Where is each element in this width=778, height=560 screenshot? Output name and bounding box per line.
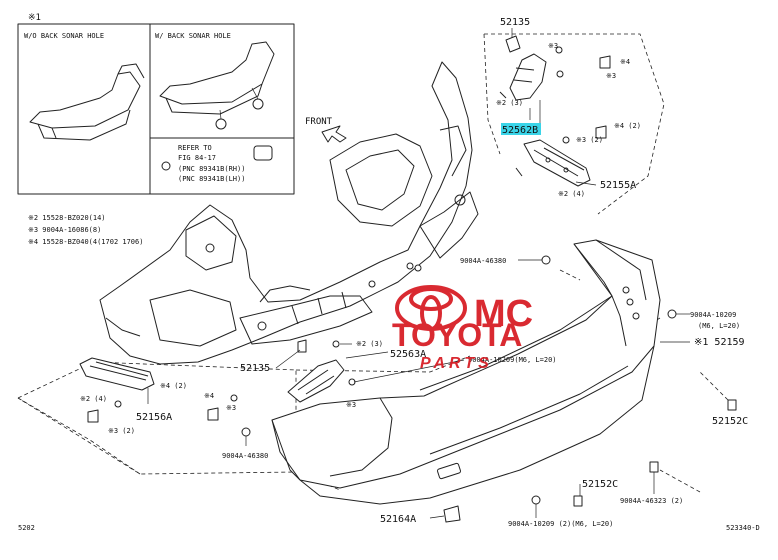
label-3-top: ※3 (548, 42, 558, 50)
highlight-52562b (501, 123, 541, 135)
clip-52135-mid (297, 339, 307, 353)
leader-lines (147, 28, 690, 519)
label-9004a-10209-right: 9004A-10209 (690, 311, 736, 319)
rear-body-frame (99, 61, 479, 365)
label-2-3-mid: ※2 (3) (356, 340, 383, 348)
label-52164a: 52164A (380, 514, 416, 525)
screw-46323-icon (649, 461, 659, 473)
clip-52135-top (505, 35, 521, 53)
panel-left-title: W/O BACK SONAR HOLE (24, 32, 104, 40)
bumper-with-sonar-illustration (159, 41, 275, 130)
refer-line-2: FIG 84-17 (178, 154, 216, 162)
label-3-left: ※3 (226, 404, 236, 412)
label-52562b: 52562B (502, 125, 538, 136)
label-52135-mid: 52135 (240, 363, 270, 374)
retainer-52563a-illustration (287, 339, 356, 403)
label-9004a-10209-bottom: 9004A-10209 (2)(M6, L=20) (508, 520, 613, 528)
label-52563a: 52563A (390, 349, 426, 360)
sensor-clip-icon (253, 145, 273, 161)
fasteners (241, 255, 737, 523)
label-2-3-top: ※2 (3) (496, 99, 523, 107)
refer-line-3: (PNC 89341B(RH)) (178, 165, 245, 173)
label-3-mid: ※3 (346, 401, 356, 409)
label-m6-l20-right: (M6, L=20) (698, 322, 740, 330)
label-4-left: ※4 (204, 392, 214, 400)
variant-inset: ※1 W/O BACK SONAR HOLE W/ BACK SONAR HOL… (17, 13, 295, 195)
rear-bumper-cover-illustration (271, 239, 661, 505)
label-3-2-right: ※3 (2) (576, 136, 603, 144)
watermark-mc: MC (474, 293, 533, 335)
label-52135-top: 52135 (500, 17, 530, 28)
front-arrow-icon (321, 125, 347, 143)
label-3-2-left: ※3 (2) (108, 427, 135, 435)
refer-line-4: (PNC 89341B(LH)) (178, 175, 245, 183)
refer-line-1: REFER TO (178, 144, 212, 152)
label-9004a-10209-mid: 9004A-10209(M6, L=20) (468, 356, 557, 364)
figure-code: 523340-D (726, 524, 760, 532)
retainer-52562b-illustration (499, 35, 611, 144)
note-2: ※2 15528-BZ020(14) (28, 214, 106, 222)
watermark-parts: PARTS (420, 355, 493, 372)
label-9004a-46380-top: 9004A-46380 (460, 257, 506, 265)
label-52152c-right: 52152C (712, 416, 748, 427)
clip-52152c-right-icon (727, 399, 737, 411)
sonar-hole-marker-right (252, 98, 264, 110)
panel-right-title: W/ BACK SONAR HOLE (155, 32, 231, 40)
retainer-52156a-illustration (79, 357, 238, 423)
note-4: ※4 15528-BZ040(4(1702 1706) (28, 238, 143, 246)
inset-marker: ※1 (28, 13, 41, 23)
label-52155a: 52155A (600, 180, 636, 191)
label-9004a-46380-bottom: 9004A-46380 (222, 452, 268, 460)
label-9004a-46323: 9004A-46323 (2) (620, 497, 683, 505)
toyota-logo-icon (395, 285, 467, 331)
label-2-4-right: ※2 (4) (558, 190, 585, 198)
callout-labels: 52135 ※3 ※4 ※3 ※2 (3) 52562B ※4 (2) ※3 (… (18, 17, 760, 532)
inset-circle-marker (161, 161, 171, 171)
sonar-hole-marker-left (215, 118, 227, 130)
bolt-10209-right-icon (667, 309, 677, 319)
bolt-46380-bottom-icon (241, 427, 251, 437)
bolt-10209-bottom-icon (531, 495, 541, 505)
page-ref: 5202 (18, 524, 35, 532)
label-4-2-right: ※4 (2) (614, 122, 641, 130)
mc-toyota-watermark: MC TOYOTA PARTS (392, 285, 533, 372)
note-3: ※3 9004A-16086(8) (28, 226, 101, 234)
front-label: FRONT (305, 117, 333, 127)
bolt-46380-top-icon (541, 255, 551, 265)
clip-52152c-bottom-icon (573, 495, 583, 507)
cover-52164a-icon (443, 505, 461, 523)
label-52156a: 52156A (136, 412, 172, 423)
label-2-4-left: ※2 (4) (80, 395, 107, 403)
label-4-top: ※4 (620, 58, 630, 66)
label-4-2-left: ※4 (2) (160, 382, 187, 390)
inset-frame (17, 23, 295, 195)
label-3-right: ※3 (606, 72, 616, 80)
retainer-52155a-illustration (515, 139, 591, 187)
label-52152c-bottom: 52152C (582, 479, 618, 490)
label-52159: ※1 52159 (694, 337, 745, 348)
bumper-no-sonar-illustration (29, 63, 145, 141)
watermark-toyota: TOYOTA (392, 317, 522, 353)
